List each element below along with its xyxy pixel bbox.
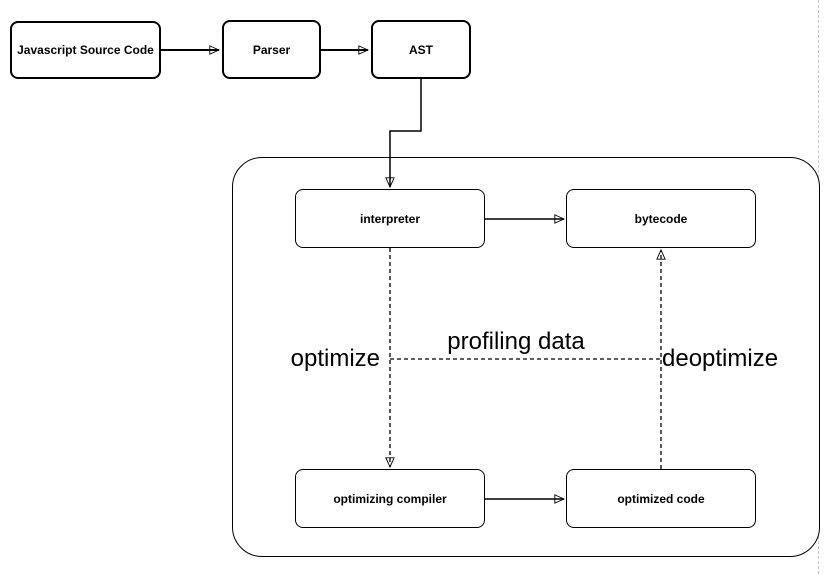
label-optimize: optimize xyxy=(290,345,380,372)
label-deoptimize: deoptimize xyxy=(662,345,779,372)
node-bytecode: bytecode xyxy=(566,189,756,248)
label-profiling-data: profiling data xyxy=(447,328,585,355)
node-interpreter: interpreter xyxy=(295,189,485,248)
node-optimized-code: optimized code xyxy=(566,469,756,528)
node-javascript-source-code: Javascript Source Code xyxy=(10,21,161,79)
node-ast: AST xyxy=(371,20,471,79)
node-optimizing-compiler: optimizing compiler xyxy=(295,469,485,528)
edge-ast-to-interpreter xyxy=(390,78,422,187)
node-parser: Parser xyxy=(222,20,321,79)
